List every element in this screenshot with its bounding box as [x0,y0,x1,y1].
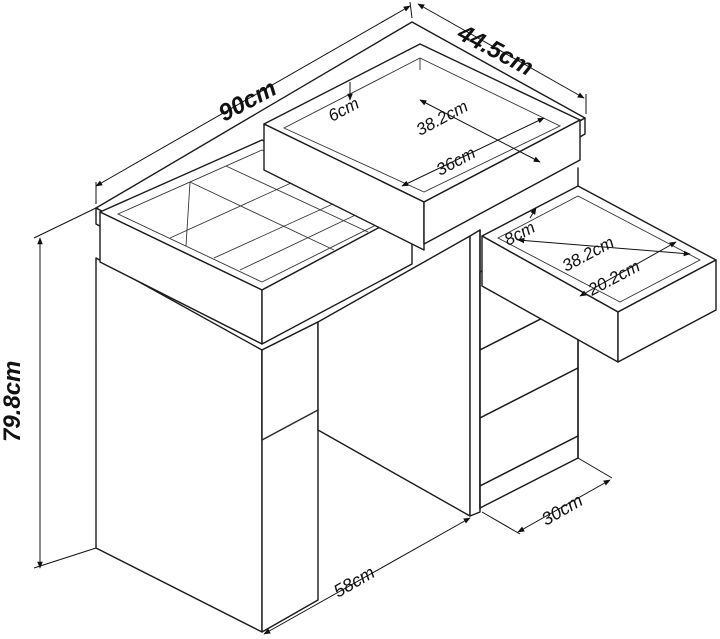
label-cabinet-depth: 30cm [538,490,586,529]
drawer-front [617,259,717,363]
dimension-lines [33,1,691,635]
cabinet-side [469,229,481,517]
label-height: 79.8cm [0,361,26,442]
left-tray-side [261,209,413,345]
label-leg-span: 58cm [330,562,378,601]
